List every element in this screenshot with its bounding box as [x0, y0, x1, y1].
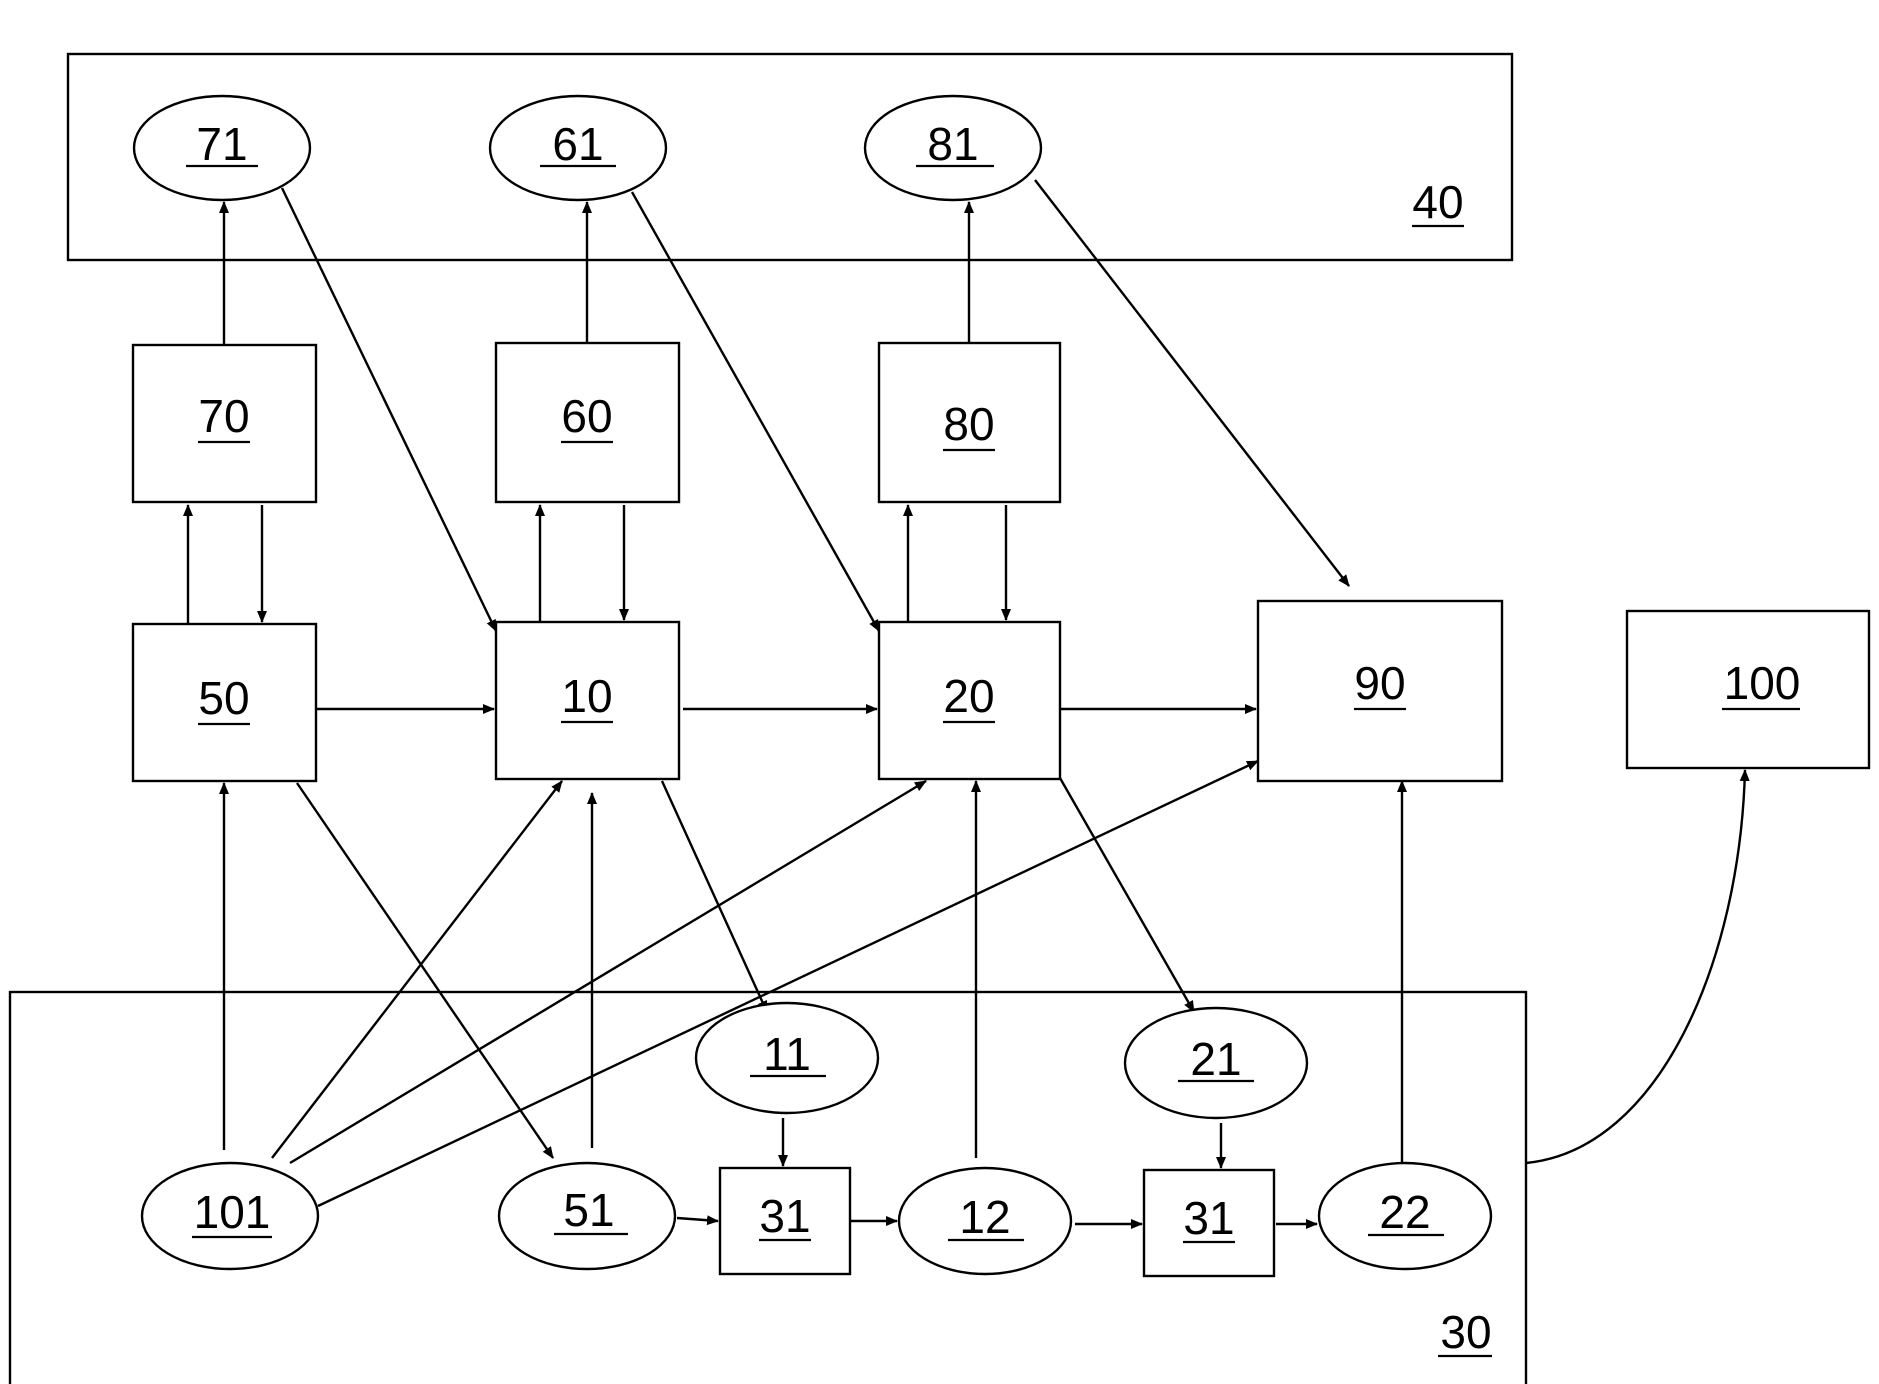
- node-101: 101: [142, 1163, 318, 1269]
- node-71-label: 71: [196, 118, 247, 170]
- node-31-b: 31: [1144, 1170, 1274, 1276]
- edge-101-to-90: [318, 761, 1258, 1206]
- group-30-label: 30: [1440, 1306, 1491, 1358]
- node-100: 100: [1627, 611, 1869, 768]
- node-61-label: 61: [552, 118, 603, 170]
- node-22: 22: [1319, 1163, 1491, 1269]
- node-11-label: 11: [763, 1028, 811, 1080]
- node-31-a-label: 31: [759, 1190, 810, 1242]
- edge-81-to-90: [1035, 180, 1349, 586]
- edge-50-to-51: [297, 783, 553, 1158]
- node-31-b-label: 31: [1183, 1192, 1234, 1244]
- node-50-label: 50: [198, 672, 249, 724]
- node-20-label: 20: [943, 670, 994, 722]
- node-81-label: 81: [927, 118, 978, 170]
- node-80: 80: [879, 343, 1060, 502]
- node-10: 10: [496, 622, 679, 779]
- edge-10-to-11: [662, 781, 767, 1012]
- node-11: 11: [696, 1003, 878, 1113]
- node-51: 51: [499, 1163, 675, 1269]
- node-60: 60: [496, 343, 679, 502]
- node-22-label: 22: [1379, 1186, 1430, 1238]
- edge-101-to-10: [272, 781, 562, 1158]
- node-80-label: 80: [943, 398, 994, 450]
- node-20: 20: [879, 622, 1060, 779]
- node-21: 21: [1125, 1008, 1307, 1118]
- node-10-label: 10: [561, 670, 612, 722]
- node-60-label: 60: [561, 390, 612, 442]
- node-100-label: 100: [1724, 657, 1801, 709]
- node-50: 50: [133, 624, 316, 781]
- node-90: 90: [1258, 601, 1502, 781]
- edge-20-to-21: [1060, 778, 1194, 1012]
- node-12: 12: [899, 1168, 1071, 1274]
- node-12-label: 12: [959, 1191, 1010, 1243]
- group-40-label: 40: [1412, 176, 1463, 228]
- edge-30-to-100: [1526, 770, 1745, 1163]
- node-70: 70: [133, 345, 316, 502]
- node-90-label: 90: [1354, 657, 1405, 709]
- node-51-label: 51: [563, 1184, 614, 1236]
- node-21-label: 21: [1190, 1033, 1241, 1085]
- node-81: 81: [865, 96, 1041, 200]
- node-101-label: 101: [194, 1186, 271, 1238]
- node-61: 61: [490, 96, 666, 200]
- node-71: 71: [134, 96, 310, 200]
- edge-51-to-31a: [677, 1218, 718, 1221]
- node-31-a: 31: [720, 1168, 850, 1274]
- node-70-label: 70: [198, 390, 249, 442]
